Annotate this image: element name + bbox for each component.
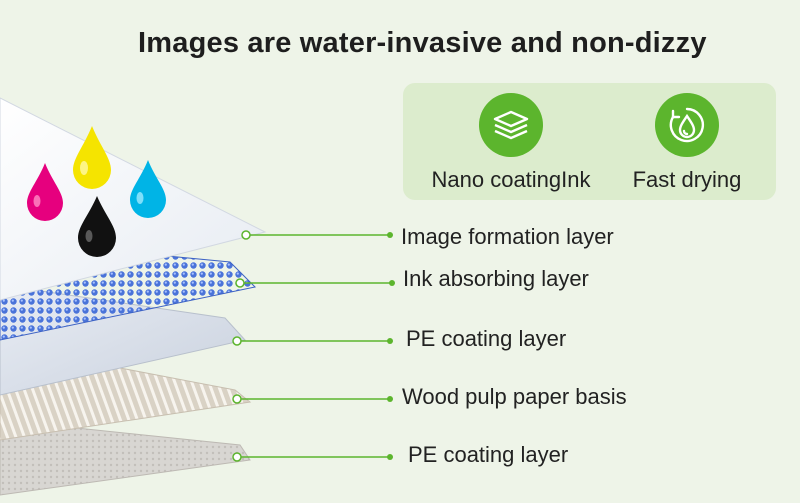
ink-drop-black (78, 196, 116, 257)
layer-label-image-formation: Image formation layer (401, 224, 614, 249)
feature-nano-coating: Nano coatingInk (421, 93, 601, 193)
feature-fast-drying: Fast drying (617, 93, 757, 193)
layer-label-ink-absorbing: Ink absorbing layer (403, 266, 589, 291)
ink-drop-yellow (73, 126, 111, 189)
layer-label-pe-coating-bottom: PE coating layer (408, 442, 569, 467)
layers-icon (479, 93, 543, 157)
feature-label: Fast drying (632, 167, 742, 192)
layer-label-wood-pulp: Wood pulp paper basis (402, 384, 627, 409)
feature-label: Nano coatingInk (431, 167, 591, 192)
layer-label-pe-coating: PE coating layer (406, 326, 567, 351)
page-title: Images are water-invasive and non-dizzy (138, 27, 707, 59)
pe-coating-bottom-sheet (0, 419, 251, 496)
ink-drop-cyan (130, 160, 166, 218)
ink-drop-magenta (27, 163, 63, 221)
water-drop-icon (655, 93, 719, 157)
feature-panel: Nano coatingInk Fast drying (403, 83, 776, 200)
